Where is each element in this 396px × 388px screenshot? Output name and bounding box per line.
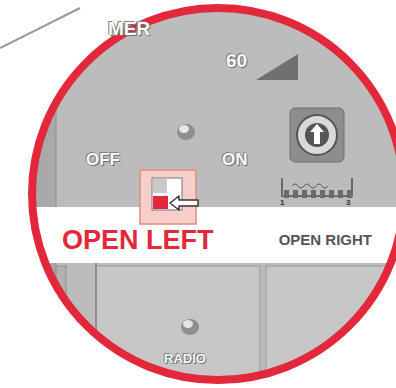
- switch-off-label: OFF: [86, 150, 120, 170]
- led-button: [179, 125, 189, 133]
- label-band: OPEN LEFT OPEN RIGHT: [48, 207, 378, 263]
- dial-tooth: [320, 190, 325, 198]
- switch-housing: [140, 170, 196, 224]
- dial-tooth: [329, 190, 334, 198]
- switch-on-label: ON: [222, 150, 248, 170]
- radio-label: RADIO: [164, 352, 206, 367]
- switch-slot: [168, 179, 181, 193]
- dial-tooth: [311, 190, 316, 198]
- dial-knob: [305, 123, 329, 147]
- magnifier-ring: [32, 8, 396, 380]
- radio-button: [183, 320, 193, 328]
- switch-slider: [153, 196, 168, 209]
- open-right-label: OPEN RIGHT: [279, 231, 372, 248]
- dial-tooth: [284, 190, 289, 198]
- dial-scale-number: 3: [346, 198, 350, 207]
- leader-line: [0, 8, 80, 48]
- dial-knob: [297, 115, 337, 155]
- label-band: [30, 207, 396, 263]
- led-button: [177, 124, 195, 140]
- panel-divider: [95, 263, 97, 388]
- pointer-arrow: [170, 196, 198, 210]
- wedge-symbol: [256, 54, 298, 80]
- radio-button: [181, 319, 199, 335]
- dial-tooth: [302, 190, 307, 198]
- dial-arrow: [310, 124, 324, 144]
- dial-teeth: [284, 190, 352, 198]
- lower-panel: [96, 266, 260, 388]
- dial-housing: [290, 108, 344, 162]
- timer-value: 60: [226, 50, 247, 72]
- dial-tooth: [293, 190, 298, 198]
- open-left-label: OPEN LEFT: [62, 225, 214, 256]
- dial-scale-number: 1: [280, 198, 284, 207]
- timer-label: MER: [108, 18, 150, 40]
- dial-tooth: [347, 190, 352, 198]
- dial-range: [292, 184, 328, 188]
- dial-tooth: [338, 190, 343, 198]
- switch-slot: [153, 179, 167, 193]
